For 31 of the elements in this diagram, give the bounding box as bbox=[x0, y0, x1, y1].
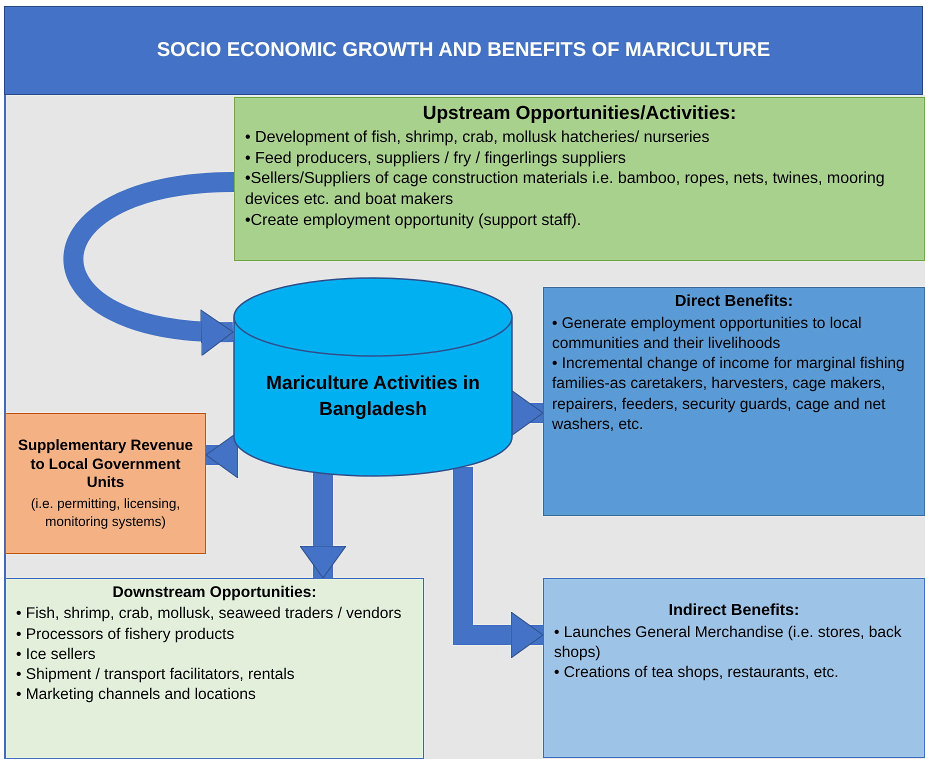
title-banner: SOCIO ECONOMIC GROWTH AND BENEFITS OF MARICULTURE bbox=[4, 6, 923, 95]
text-box bbox=[5, 578, 424, 759]
note-text: (i.e. permitting, licensing, monitoring systems) bbox=[30, 495, 182, 530]
bullet-text: • Launches General Merchandise (i.e. stores, back shops) bbox=[554, 623, 902, 664]
bullet-text: • Development of fish, shrimp, crab, mollusk hatcheries/ nurseries bbox=[245, 128, 710, 148]
cylinder bbox=[233, 277, 513, 477]
text-box bbox=[234, 97, 925, 261]
box-heading: Indirect Benefits: bbox=[668, 601, 800, 621]
text-box bbox=[543, 578, 925, 758]
bullet-text: • Incremental change of income for marginal fishing families-as caretakers, harvesters, cage makers, repairers, feeders, security guards, cage and net washers, etc. bbox=[552, 354, 906, 435]
bullet-text: • Fish, shrimp, crab, mollusk, seaweed traders / vendors bbox=[16, 604, 402, 624]
block-arrow bbox=[64, 172, 235, 354]
box-heading: Upstream Opportunities/Activities: bbox=[422, 102, 738, 126]
text-box bbox=[5, 413, 206, 554]
bullet-text: • Shipment / transport facilitators, rentals bbox=[16, 664, 296, 685]
block-arrow bbox=[453, 467, 544, 658]
bullet-text: •Create employment opportunity (support staff). bbox=[245, 210, 582, 231]
box-heading: Downstream Opportunities: bbox=[111, 583, 318, 602]
box-heading: Direct Benefits: bbox=[674, 292, 794, 312]
cylinder-label: Mariculture Activities in Bangladesh bbox=[265, 372, 481, 422]
box-heading: Supplementary Revenue to Local Government Units bbox=[16, 436, 194, 494]
bullet-text: • Processors of fishery products bbox=[16, 624, 236, 645]
bullet-text: • Creations of tea shops, restaurants, etc. bbox=[554, 663, 840, 684]
bullet-text: • Marketing channels and locations bbox=[16, 684, 257, 705]
bullet-text: • Generate employment opportunities to local communities and their livelihoods bbox=[552, 314, 863, 354]
block-arrow bbox=[510, 390, 544, 436]
block-arrow bbox=[300, 473, 346, 578]
bullet-text: •Sellers/Suppliers of cage construction materials i.e. bamboo, ropes, nets, twines, mooring devices etc. and boat makers bbox=[245, 169, 886, 210]
bullet-text: • Feed producers, suppliers / fry / fingerlings suppliers bbox=[245, 148, 627, 169]
text-box bbox=[543, 287, 925, 516]
bullet-text: • Ice sellers bbox=[16, 644, 97, 665]
